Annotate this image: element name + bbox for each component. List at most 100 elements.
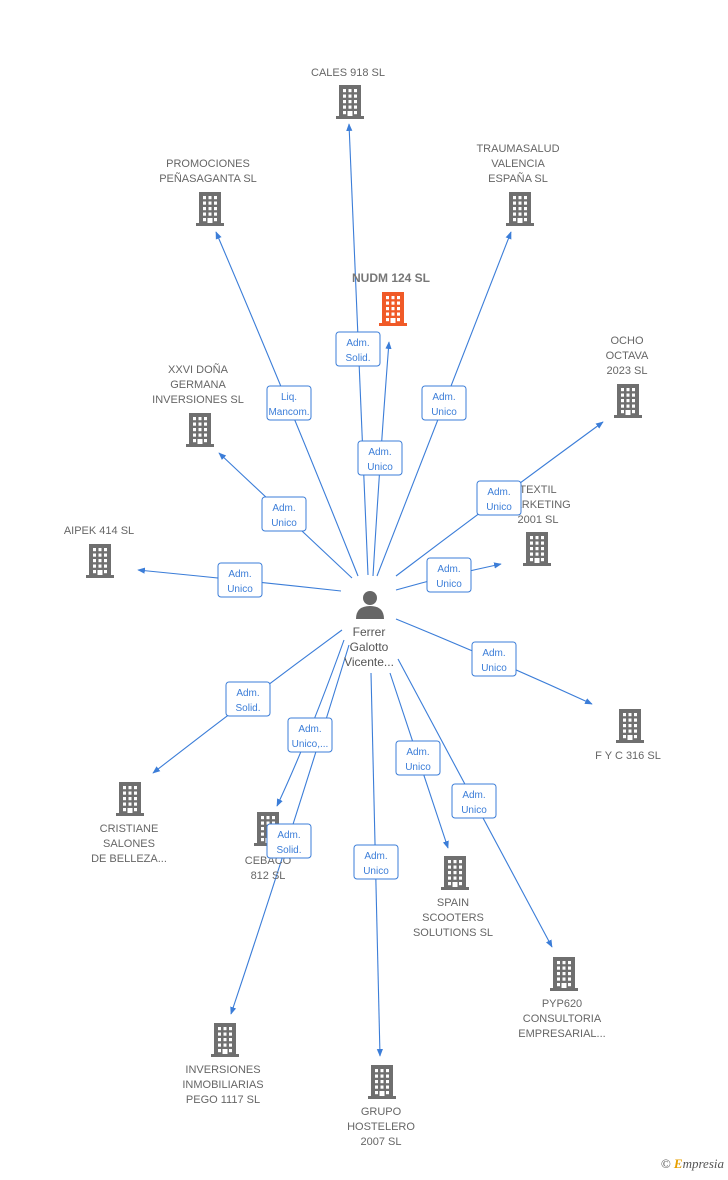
edge-label-text: Unico xyxy=(363,866,389,877)
company-name: SPAIN xyxy=(437,897,469,909)
edge-label-text: Adm. xyxy=(437,564,460,575)
building-icon xyxy=(336,85,364,119)
edge-label-text: Mancom. xyxy=(268,407,309,418)
company-node-cristiane[interactable]: CRISTIANE SALONES DE BELLEZA... xyxy=(91,782,167,865)
edge-label-textil[interactable]: Adm.Unico xyxy=(426,557,472,593)
edge-label-text: Adm. xyxy=(368,447,391,458)
edge-label-aipek[interactable]: Adm. Unico xyxy=(217,562,263,598)
company-name: CONSULTORIA xyxy=(523,1013,602,1025)
company-name: PYP620 xyxy=(542,998,582,1010)
edge-label-text: Adm. xyxy=(406,747,429,758)
edge-label-traumasalud[interactable]: Adm. Unico xyxy=(421,385,467,421)
edge-label-text: Adm. xyxy=(277,830,300,841)
building-icon xyxy=(616,709,644,743)
person-name: Vicente... xyxy=(344,655,394,669)
building-icon xyxy=(196,192,224,226)
edge-label-cales918[interactable]: Adm. Solid. xyxy=(335,331,381,367)
company-node-nudm124[interactable]: NUDM 124 SL xyxy=(352,271,430,326)
edge-label-text: Solid. xyxy=(345,353,370,364)
company-node-aipek[interactable]: AIPEK 414 SL xyxy=(64,525,134,578)
person-icon xyxy=(356,591,384,619)
edge-label-xxvi[interactable]: Adm.Unico xyxy=(261,496,307,532)
edge-label-text: Adm. xyxy=(272,503,295,514)
building-icon xyxy=(211,1023,239,1057)
company-name: 2001 SL xyxy=(518,514,559,526)
company-name: VALENCIA xyxy=(491,158,545,170)
edge-label-text: Unico xyxy=(431,407,457,418)
company-name: INMOBILIARIAS xyxy=(182,1079,263,1091)
edge-label-text: Adm. xyxy=(364,851,387,862)
edge-label-cristiane[interactable]: Adm. Solid. xyxy=(225,681,271,717)
company-name: PROMOCIONES xyxy=(166,158,250,170)
building-icon xyxy=(614,384,642,418)
company-name: CALES 918 SL xyxy=(311,67,385,79)
edge-label-spain[interactable]: Adm. Unico xyxy=(395,740,441,776)
building-icon xyxy=(116,782,144,816)
company-name: TEXTIL xyxy=(519,484,556,496)
company-name: AIPEK 414 SL xyxy=(64,525,134,537)
edge-label-text: Unico xyxy=(367,462,393,473)
edge-label-text: Adm. xyxy=(346,338,369,349)
company-name: ESPAÑA SL xyxy=(488,172,548,185)
company-name: SALONES xyxy=(103,838,155,850)
building-icon xyxy=(550,957,578,991)
building-icon xyxy=(506,192,534,226)
edge-label-grupo[interactable]: Adm. Unico xyxy=(353,844,399,880)
company-node-promociones[interactable]: PROMOCIONES PEÑASAGANTA SL xyxy=(159,158,257,226)
company-name: F Y C 316 SL xyxy=(595,750,661,762)
copyright-symbol: © xyxy=(660,1156,671,1171)
edge-labels-layer: Adm.Solid.Liq.Mancom.Adm.UnicoAdm.UnicoA… xyxy=(217,331,522,880)
edge-label-text: Unico xyxy=(227,584,253,595)
company-name: 2007 SL xyxy=(361,1136,402,1148)
person-name: Ferrer xyxy=(353,625,386,639)
building-icon xyxy=(368,1065,396,1099)
company-name: OCTAVA xyxy=(606,350,649,362)
edge-label-text: Adm. xyxy=(482,648,505,659)
company-name: DE BELLEZA... xyxy=(91,853,167,865)
edge-label-text: Unico xyxy=(461,805,487,816)
edge-label-text: Adm. xyxy=(228,569,251,580)
company-name: INVERSIONES SL xyxy=(152,394,244,406)
company-name: MARKETING xyxy=(505,499,570,511)
company-name: OCHO xyxy=(611,335,644,347)
edge-label-inversiones[interactable]: Adm.Solid. xyxy=(266,823,312,859)
company-name: GERMANA xyxy=(170,379,226,391)
building-icon xyxy=(186,413,214,447)
company-name: GRUPO xyxy=(361,1106,402,1118)
edge-label-ochooctava[interactable]: Adm.Unico xyxy=(476,480,522,516)
edge-label-nudm124[interactable]: Adm. Unico xyxy=(357,440,403,476)
company-name: NUDM 124 SL xyxy=(352,271,430,285)
edge-label-text: Adm. xyxy=(432,392,455,403)
company-node-fyc316[interactable]: F Y C 316 SL xyxy=(595,709,661,762)
company-name: 2023 SL xyxy=(607,365,648,377)
brand-logo: © Empresia xyxy=(661,1156,724,1172)
edge-label-text: Adm. xyxy=(298,724,321,735)
company-node-textil[interactable]: TEXTIL MARKETING 2001 SL xyxy=(505,484,571,566)
company-node-xxvi[interactable]: XXVI DOÑA GERMANA INVERSIONES SL xyxy=(152,363,244,447)
edge-label-text: Adm. xyxy=(236,688,259,699)
company-name: EMPRESARIAL... xyxy=(518,1028,605,1040)
company-node-cales918[interactable]: CALES 918 SL xyxy=(311,67,385,119)
edge-label-text: Unico xyxy=(405,762,431,773)
company-name: SOLUTIONS SL xyxy=(413,927,493,939)
edge-label-text: Solid. xyxy=(235,703,260,714)
company-name: 812 SL xyxy=(251,870,286,882)
edges-layer xyxy=(137,123,604,1057)
edge-label-pyp620[interactable]: Adm.Unico xyxy=(451,783,497,819)
company-name: PEÑASAGANTA SL xyxy=(159,172,257,185)
edge-label-promociones[interactable]: Liq.Mancom. xyxy=(266,385,312,421)
company-node-ochooctava[interactable]: OCHO OCTAVA 2023 SL xyxy=(606,335,649,418)
company-name: CRISTIANE xyxy=(100,823,159,835)
building-icon xyxy=(441,856,469,890)
company-name: XXVI DOÑA xyxy=(168,363,229,376)
edge-label-fyc316[interactable]: Adm.Unico xyxy=(471,641,517,677)
center-node[interactable]: FerrerGalottoVicente... xyxy=(344,591,394,669)
edge-label-cebaco[interactable]: Adm.Unico,... xyxy=(287,717,333,753)
building-icon xyxy=(523,532,551,566)
edge-label-text: Adm. xyxy=(487,487,510,498)
